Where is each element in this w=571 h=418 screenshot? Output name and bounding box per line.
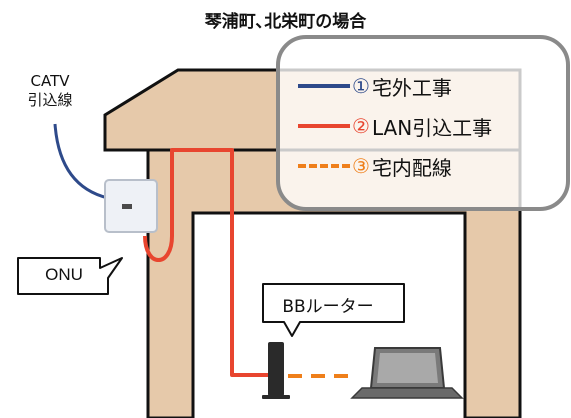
legend-num: ②: [352, 114, 370, 138]
legend-item-inside: ③ 宅内配線: [298, 151, 452, 181]
legend-text: 宅内配線: [371, 155, 452, 180]
legend-text: LAN引込工事: [371, 115, 493, 140]
legend-item-outside: ① 宅外工事: [298, 71, 452, 101]
onu-device: [104, 179, 158, 233]
legend-line-solid-blue: [298, 84, 350, 88]
laptop-icon: [350, 347, 464, 399]
lan-cable: [143, 148, 270, 377]
legend-text: 宅外工事: [371, 75, 452, 100]
catv-label-line-2: 引込線: [27, 91, 73, 109]
legend-num: ③: [352, 154, 370, 178]
catv-label-line-1: CATV: [30, 72, 70, 90]
catv-cable: [53, 123, 109, 200]
page-title: 琴浦町､北栄町の場合: [204, 12, 367, 32]
legend-item-lan: ② LAN引込工事: [298, 111, 492, 141]
legend-num: ①: [352, 74, 370, 98]
onu-callout: [17, 257, 123, 295]
router-callout: [262, 283, 405, 337]
catv-label: CATV 引込線: [8, 72, 92, 110]
legend-line-dashed-orange: [298, 164, 350, 168]
router-device: [262, 342, 290, 399]
onu-label: ONU: [45, 265, 83, 284]
legend-line-solid-red: [298, 124, 350, 128]
router-label: BBルーター: [282, 297, 374, 317]
legend-box: [276, 35, 570, 211]
